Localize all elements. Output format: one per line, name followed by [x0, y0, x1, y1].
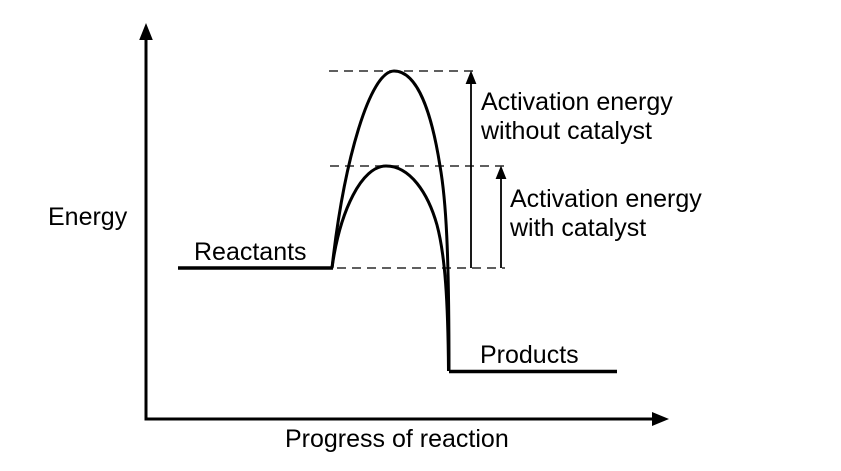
activation-with-catalyst-label-line2: with catalyst: [510, 214, 647, 242]
activation-without-catalyst-label: Activation energy without catalyst: [481, 88, 673, 146]
activation-without-catalyst-label-line2: without catalyst: [481, 117, 652, 145]
curve-with-catalyst: [330, 164, 450, 372]
progress-axis-arrowhead: [652, 412, 669, 426]
activation-arrow-with-catalyst-head: [495, 165, 507, 179]
progress-axis-label: Progress of reaction: [285, 425, 509, 453]
reactants-label: Reactants: [194, 238, 307, 266]
energy-axis-label: Energy: [48, 203, 128, 231]
energy-axis-arrowhead: [139, 23, 153, 40]
activation-with-catalyst-label: Activation energy with catalyst: [510, 185, 702, 243]
activation-arrow-without-catalyst-head: [465, 70, 477, 84]
activation-without-catalyst-label-line1: Activation energy: [481, 88, 673, 116]
products-label: Products: [480, 341, 579, 369]
activation-with-catalyst-label-line1: Activation energy: [510, 185, 702, 213]
curve-without-catalyst: [330, 69, 451, 372]
